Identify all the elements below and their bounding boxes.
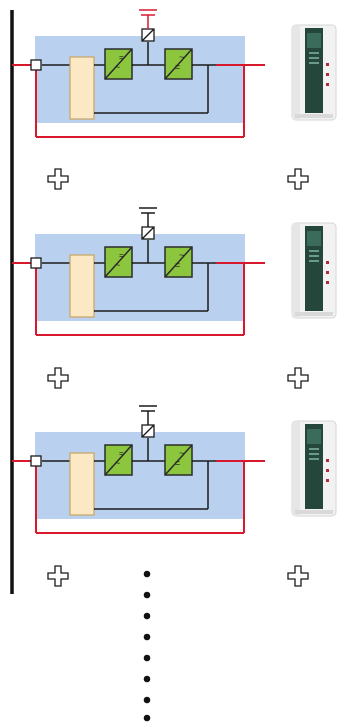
ellipsis-dot (143, 633, 151, 641)
ups-cabinet-icon (291, 420, 337, 517)
ups-module-3 (11, 405, 337, 587)
ups-module-1 (11, 9, 337, 190)
static-switch-icon (139, 405, 157, 438)
ups-module-2 (11, 207, 337, 389)
ellipsis-dot (143, 612, 151, 620)
plus-icon[interactable] (47, 565, 69, 587)
plus-icon[interactable] (47, 367, 69, 389)
plus-icon[interactable] (47, 168, 69, 190)
static-switch-icon (139, 9, 157, 42)
vertical-ellipsis (143, 570, 151, 722)
plus-icon[interactable] (287, 565, 309, 587)
ups-cabinet-icon (291, 222, 337, 319)
ellipsis-dot (143, 714, 151, 722)
ellipsis-dot (143, 570, 151, 578)
ups-cabinet-icon (291, 24, 337, 121)
ellipsis-dot (143, 696, 151, 704)
ellipsis-dot (143, 654, 151, 662)
plus-icon[interactable] (287, 168, 309, 190)
plus-icon[interactable] (287, 367, 309, 389)
ellipsis-dot (143, 675, 151, 683)
ellipsis-dot (143, 591, 151, 599)
static-switch-icon (139, 207, 157, 240)
